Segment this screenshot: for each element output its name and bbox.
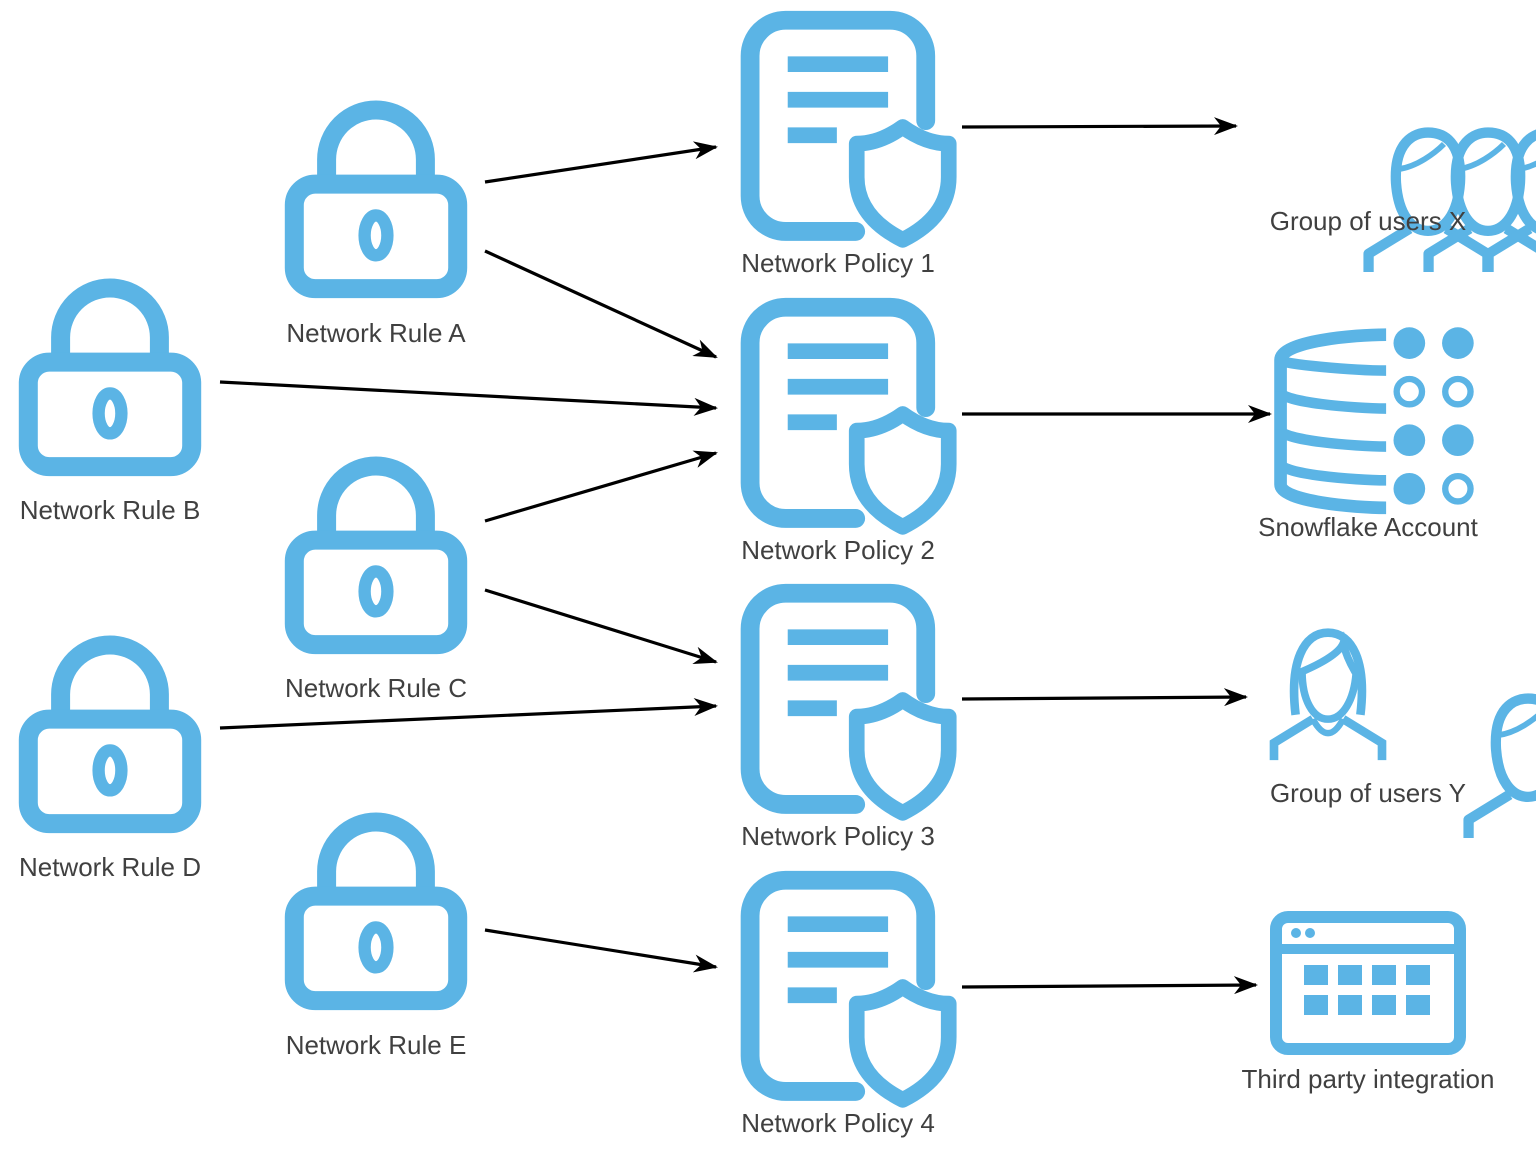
- policy-document-shield-icon: [750, 880, 949, 1100]
- lock-icon: [294, 822, 457, 1001]
- target-users-y-label: Group of users Y: [1270, 778, 1466, 808]
- edge-rule-a-to-policy-1: [484, 141, 718, 184]
- database-icon: [1281, 327, 1474, 508]
- policy-document-shield-icon: [750, 20, 949, 240]
- edge-rule-d-to-policy-3: [219, 697, 718, 730]
- edge-rule-a-to-policy-2: [484, 249, 718, 359]
- network-policy-4-label: Network Policy 4: [741, 1108, 935, 1138]
- network-rule-a: Network Rule A: [286, 110, 466, 348]
- target-users-x-label: Group of users X: [1270, 206, 1467, 236]
- edge-policy-1-to-users-x: [961, 117, 1238, 136]
- network-policy-2: Network Policy 2: [741, 307, 949, 565]
- network-policy-1: Network Policy 1: [741, 20, 949, 278]
- target-users-x: Group of users X: [1270, 133, 1536, 272]
- target-snowflake-account-label: Snowflake Account: [1258, 512, 1478, 542]
- network-rule-a-label: Network Rule A: [286, 318, 466, 348]
- policy-document-shield-icon: [750, 307, 949, 527]
- target-third-party-integration-label: Third party integration: [1242, 1064, 1495, 1094]
- edges: [219, 117, 1272, 995]
- network-rule-e-label: Network Rule E: [286, 1030, 467, 1060]
- policy-document-shield-icon: [750, 593, 949, 813]
- network-policy-3: Network Policy 3: [741, 593, 949, 851]
- network-rule-b-label: Network Rule B: [20, 495, 201, 525]
- lock-icon: [28, 288, 191, 467]
- network-policy-1-label: Network Policy 1: [741, 248, 935, 278]
- network-rule-d: Network Rule D: [19, 645, 201, 882]
- app-window-grid-icon: [1276, 917, 1460, 1049]
- edge-rule-b-to-policy-2: [219, 380, 718, 416]
- edge-rule-e-to-policy-4: [484, 928, 718, 973]
- network-policy-2-label: Network Policy 2: [741, 535, 935, 565]
- edge-rule-c-to-policy-2: [484, 450, 718, 523]
- network-rule-e: Network Rule E: [286, 822, 467, 1060]
- network-rule-b: Network Rule B: [20, 288, 201, 525]
- lock-icon: [28, 645, 191, 824]
- network-rule-d-label: Network Rule D: [19, 852, 201, 882]
- lock-icon: [294, 466, 457, 645]
- network-policy-3-label: Network Policy 3: [741, 821, 935, 851]
- target-third-party-integration: Third party integration: [1242, 917, 1495, 1094]
- user-group-icon: [1369, 133, 1536, 272]
- target-snowflake-account: Snowflake Account: [1258, 327, 1478, 542]
- lock-icon: [294, 110, 457, 289]
- edge-policy-4-to-integration: [961, 976, 1258, 995]
- network-policy-4: Network Policy 4: [741, 880, 949, 1138]
- edge-rule-c-to-policy-3: [484, 588, 718, 665]
- network-rule-c: Network Rule C: [285, 466, 467, 703]
- network-rule-c-label: Network Rule C: [285, 673, 467, 703]
- edge-policy-3-to-users-y: [961, 688, 1248, 707]
- target-users-y: Group of users Y: [1270, 633, 1536, 838]
